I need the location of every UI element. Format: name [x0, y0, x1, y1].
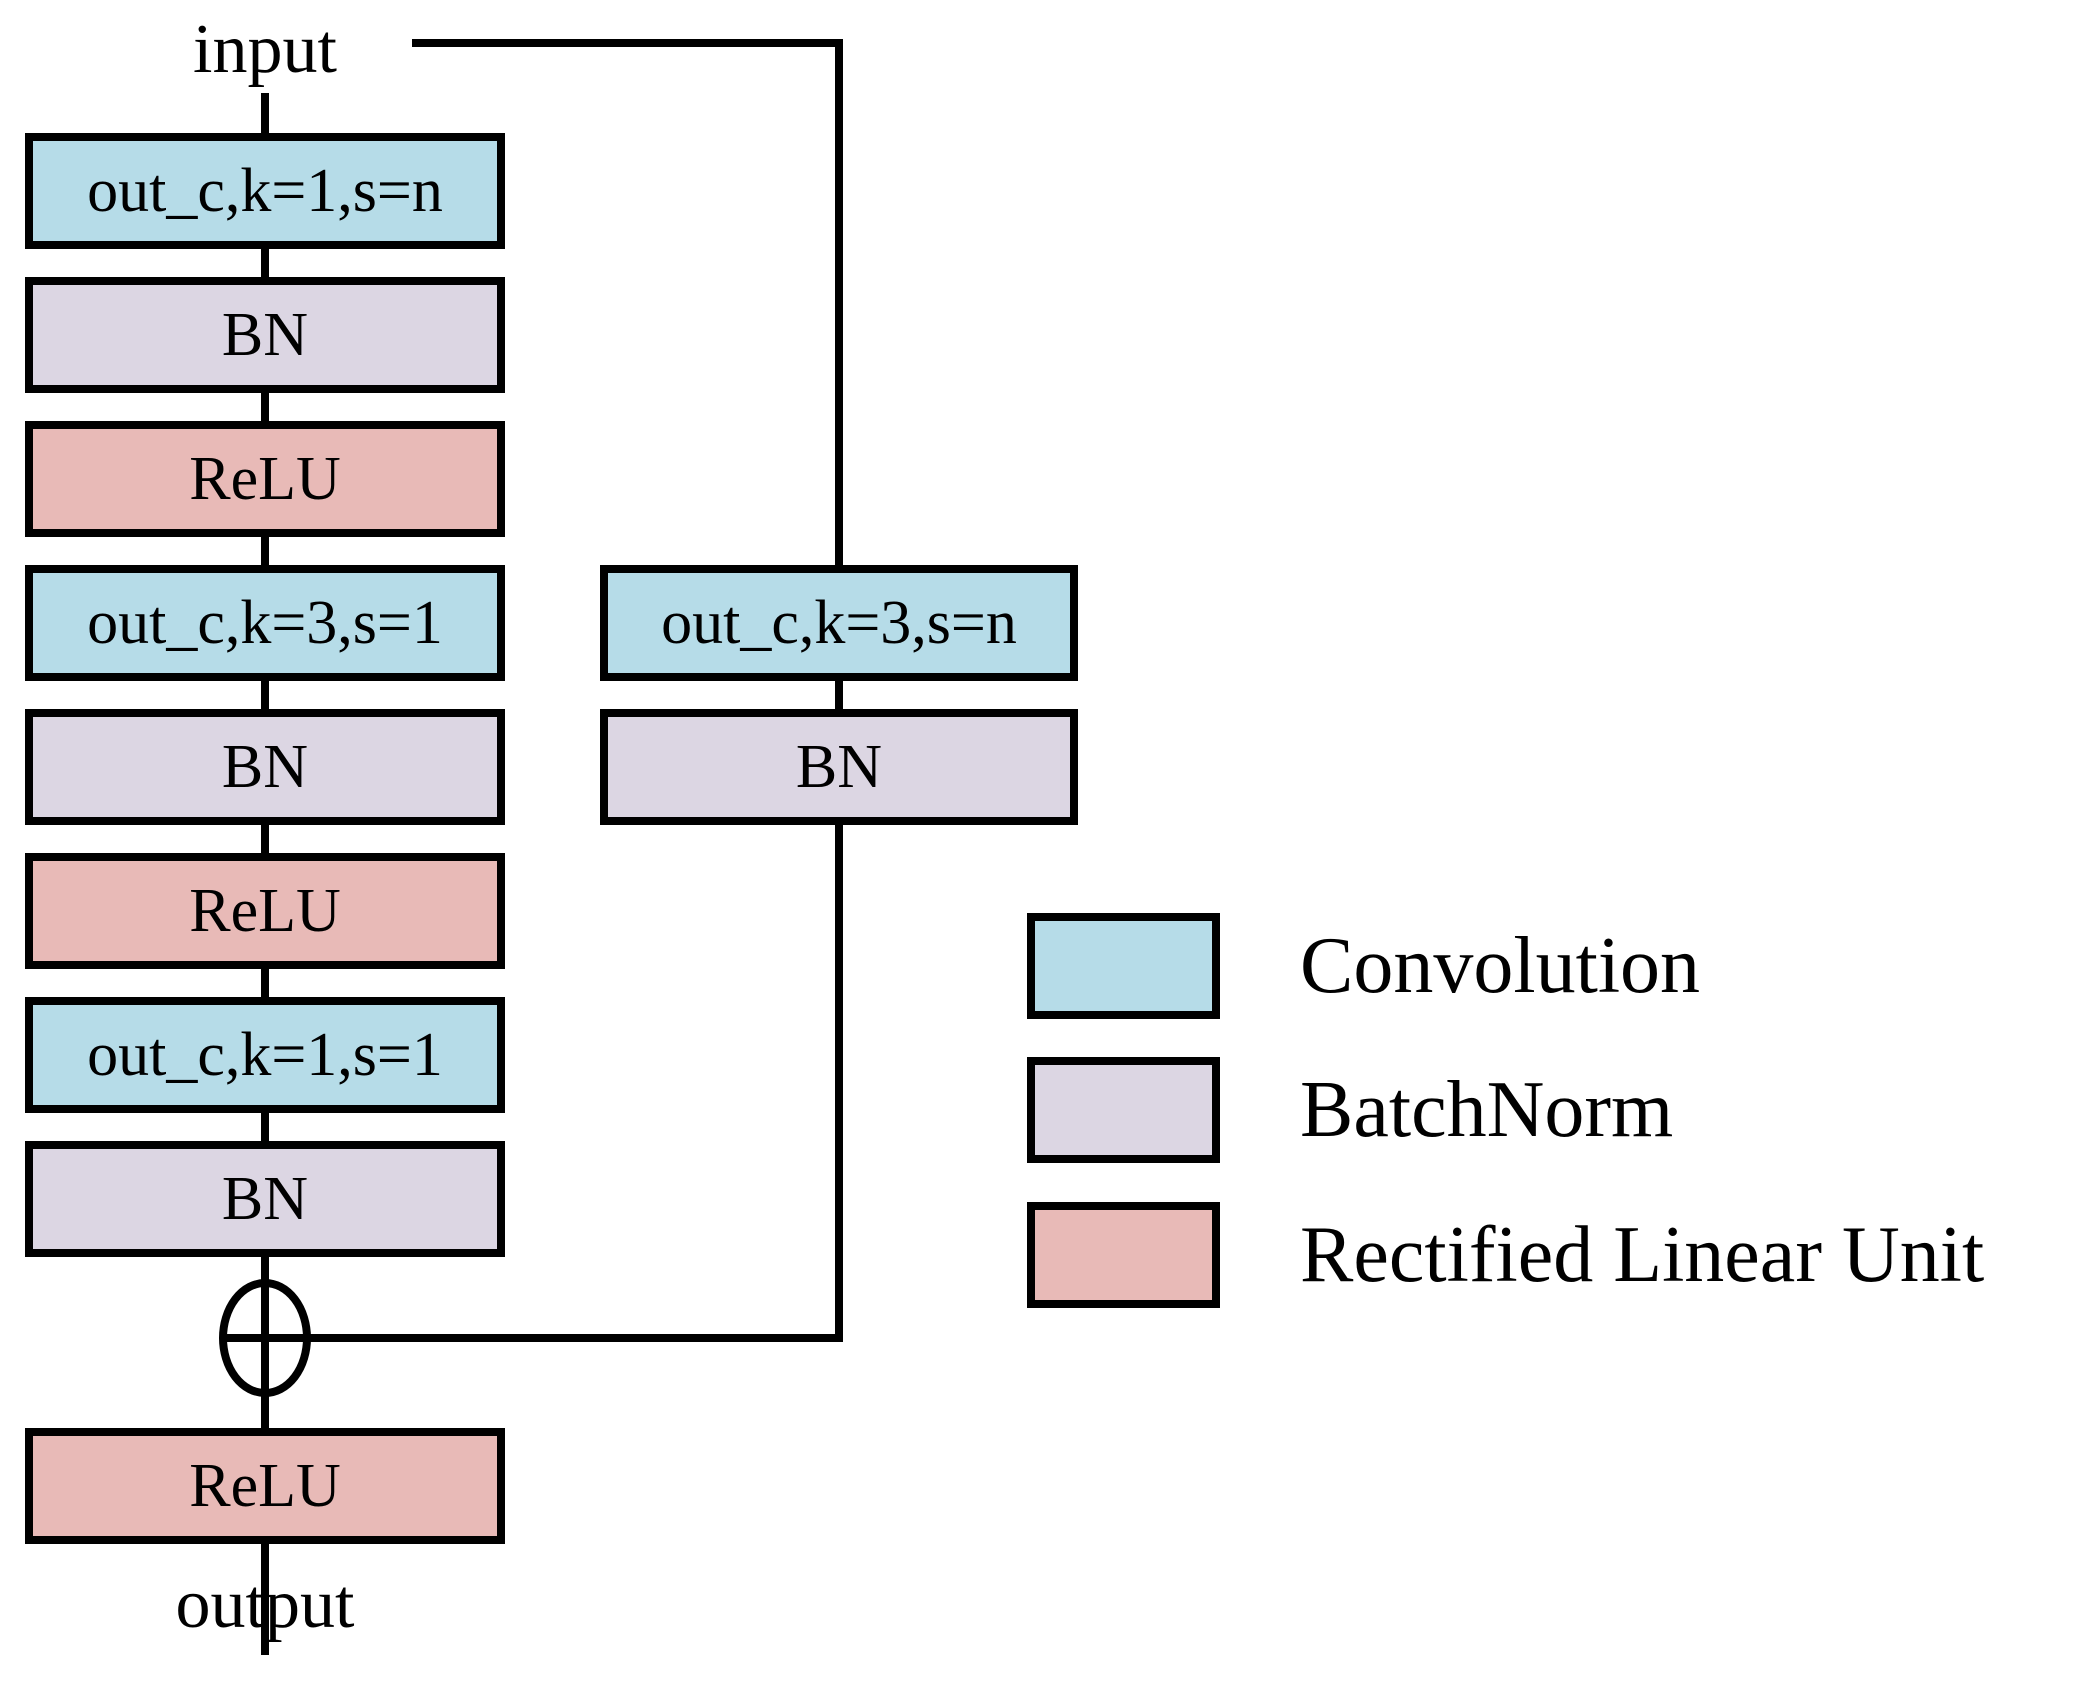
bn-block-3: BN — [25, 1141, 505, 1257]
bn-block-1: BN — [25, 277, 505, 393]
input-label: input — [193, 11, 337, 88]
relu-block-final: ReLU — [25, 1428, 505, 1544]
legend-label-batchnorm: BatchNorm — [1300, 1066, 1674, 1154]
legend-label-convolution: Convolution — [1300, 922, 1701, 1010]
legend-swatch-batchnorm — [1027, 1057, 1220, 1163]
relu-block-1: ReLU — [25, 421, 505, 537]
output-label: output — [175, 1566, 355, 1643]
conv-block-2: out_c,k=3,s=1 — [25, 565, 505, 681]
relu-block-2: ReLU — [25, 853, 505, 969]
legend-swatch-convolution — [1027, 913, 1220, 1019]
skip-conv-block: out_c,k=3,s=n — [600, 565, 1078, 681]
bn-block-2: BN — [25, 709, 505, 825]
add-circle-icon — [219, 1279, 311, 1397]
legend-label-relu: Rectified Linear Unit — [1300, 1211, 1985, 1299]
skip-connection-line — [223, 39, 843, 1342]
conv-block-3: out_c,k=1,s=1 — [25, 997, 505, 1113]
conv-block-1: out_c,k=1,s=n — [25, 133, 505, 249]
legend-swatch-relu — [1027, 1202, 1220, 1308]
skip-bn-block: BN — [600, 709, 1078, 825]
